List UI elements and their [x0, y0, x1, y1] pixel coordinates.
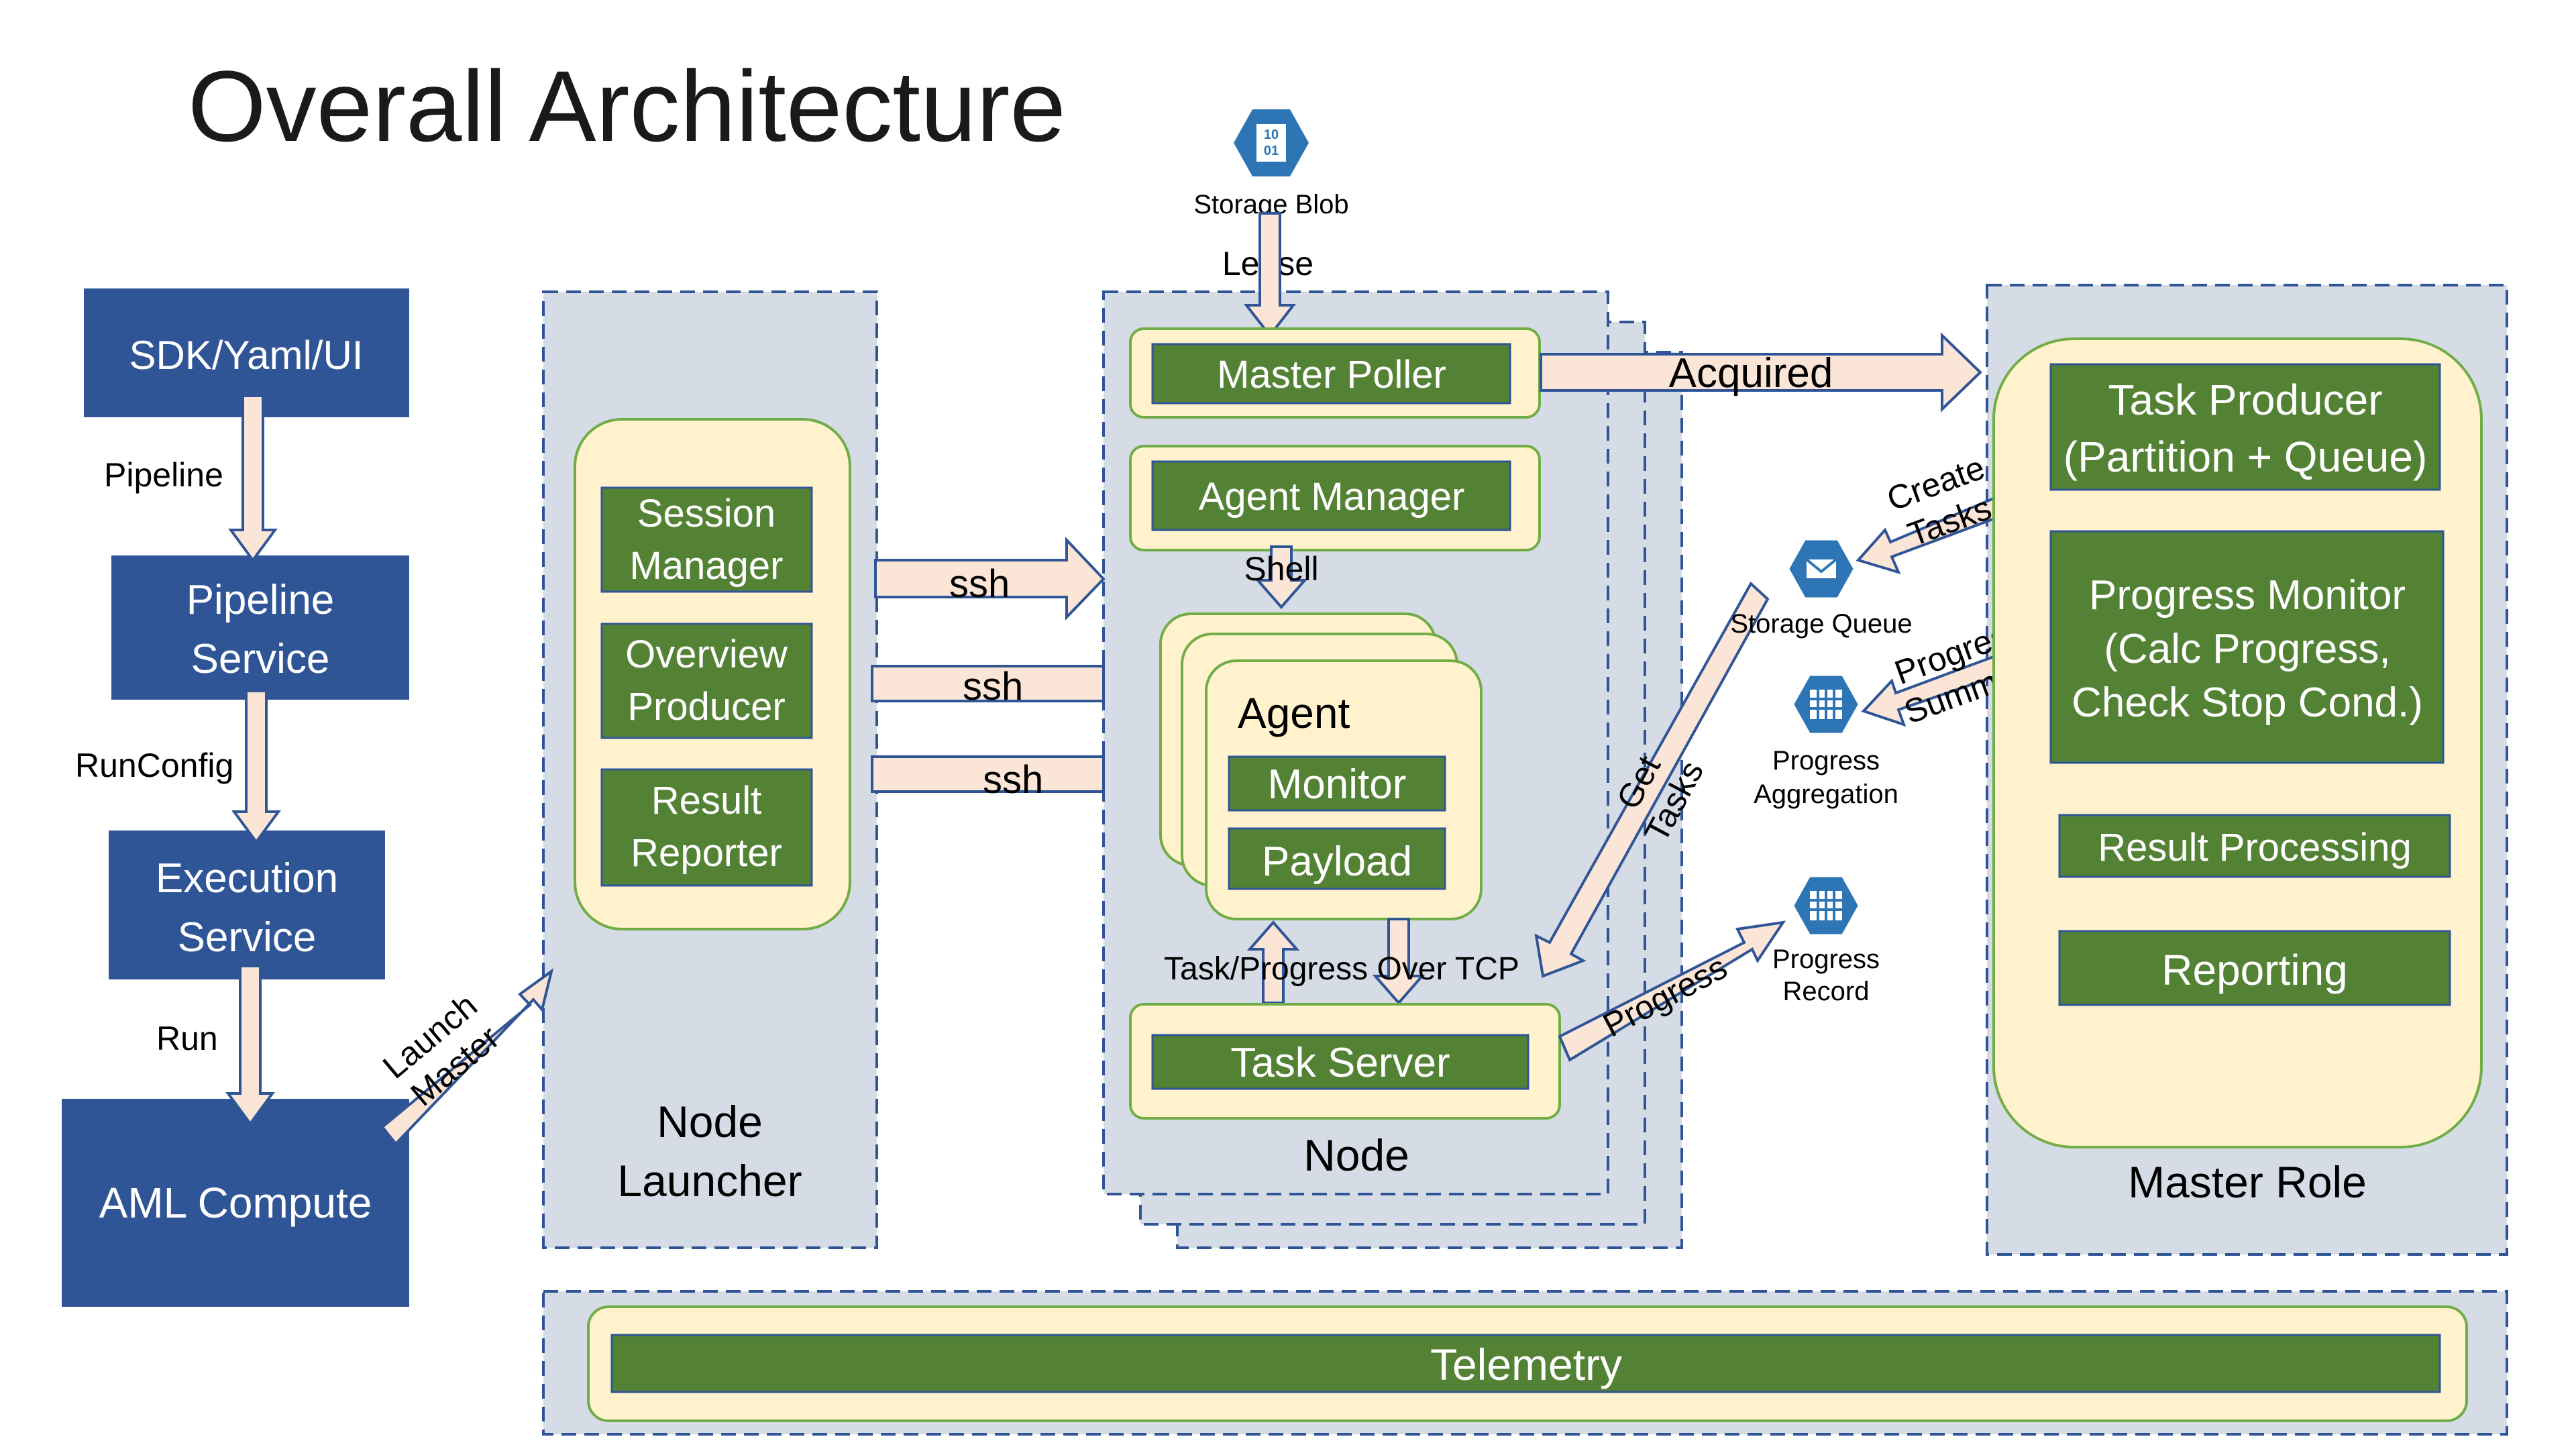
svg-text:Payload: Payload	[1262, 839, 1412, 885]
svg-text:01: 01	[1264, 144, 1279, 158]
telemetry-box[interactable]: Telemetry	[610, 1334, 2441, 1393]
progress-record-icon	[1794, 877, 1858, 934]
result-processing-box[interactable]: Result Processing	[2058, 814, 2451, 878]
storage-queue-label: Storage Queue	[1730, 609, 1912, 639]
ssh-arrow-1	[874, 536, 1106, 621]
payload-box[interactable]: Payload	[1228, 827, 1446, 890]
reporting-box[interactable]: Reporting	[2058, 930, 2451, 1006]
aml-compute-box[interactable]: AML Compute	[62, 1099, 409, 1307]
svg-text:Result Processing: Result Processing	[2098, 826, 2411, 869]
agent-label: Agent	[1238, 689, 1350, 737]
progress-record-arrow	[1558, 920, 1786, 1062]
svg-text:Task Server: Task Server	[1230, 1040, 1450, 1086]
run-edge-label: Run	[156, 1020, 218, 1057]
launch-master-label: LaunchMaster	[376, 986, 509, 1116]
svg-text:AML Compute: AML Compute	[99, 1179, 372, 1227]
agent-manager-box[interactable]: Agent Manager	[1151, 460, 1511, 531]
storage-queue-icon	[1789, 540, 1854, 598]
svg-text:Reporting: Reporting	[2161, 946, 2348, 994]
launch-master-arrow	[380, 968, 554, 1146]
acquired-arrow	[1540, 332, 1982, 413]
lease-arrow	[1243, 212, 1297, 338]
run-arrow	[225, 965, 275, 1126]
svg-text:Master Poller: Master Poller	[1217, 353, 1446, 396]
progress-monitor-box[interactable]: Progress Monitor(Calc Progress,Check Sto…	[2049, 530, 2445, 764]
progress-aggregation-icon	[1794, 676, 1858, 733]
svg-text:10: 10	[1264, 127, 1279, 142]
pipeline-arrow	[228, 394, 278, 563]
svg-text:Progress Monitor(Calc Progress: Progress Monitor(Calc Progress,Check Sto…	[2072, 572, 2423, 726]
svg-text:Task Producer(Partition + Queu: Task Producer(Partition + Queue)	[2063, 376, 2428, 481]
shell-label: Shell	[1244, 550, 1318, 588]
svg-text:Telemetry: Telemetry	[1430, 1340, 1622, 1389]
tcp-down-arrow	[1372, 918, 1426, 1006]
storage-blob-icon: 10 01	[1234, 109, 1309, 176]
ssh-label-2: ssh	[963, 665, 1023, 708]
runconfig-arrow	[231, 690, 281, 845]
page-title: Overall Architecture	[188, 50, 1066, 162]
master-poller-box[interactable]: Master Poller	[1151, 343, 1511, 405]
runconfig-edge-label: RunConfig	[75, 747, 233, 784]
master-role-label: Master Role	[2128, 1157, 2367, 1207]
task-producer-box[interactable]: Task Producer(Partition + Queue)	[2049, 363, 2441, 491]
task-server-box[interactable]: Task Server	[1151, 1034, 1529, 1090]
shell-arrow	[1254, 545, 1308, 610]
ssh-label-3: ssh	[983, 758, 1043, 802]
svg-text:SDK/Yaml/UI: SDK/Yaml/UI	[129, 333, 364, 378]
svg-text:Agent Manager: Agent Manager	[1199, 475, 1465, 519]
pipeline-edge-label: Pipeline	[104, 456, 223, 494]
acquired-label: Acquired	[1669, 350, 1833, 396]
ssh-arrow-2	[871, 665, 1105, 702]
svg-text:Monitor: Monitor	[1268, 761, 1407, 808]
task-progress-label: Task/Progress Over TCP	[1164, 951, 1519, 987]
monitor-box[interactable]: Monitor	[1228, 755, 1446, 812]
node-label: Node	[1303, 1130, 1409, 1180]
ssh-arrow-3	[871, 755, 1105, 793]
ssh-label-1: ssh	[949, 562, 1010, 606]
tcp-up-arrow	[1246, 920, 1300, 1004]
get-tasks-arrow	[1534, 581, 1770, 978]
